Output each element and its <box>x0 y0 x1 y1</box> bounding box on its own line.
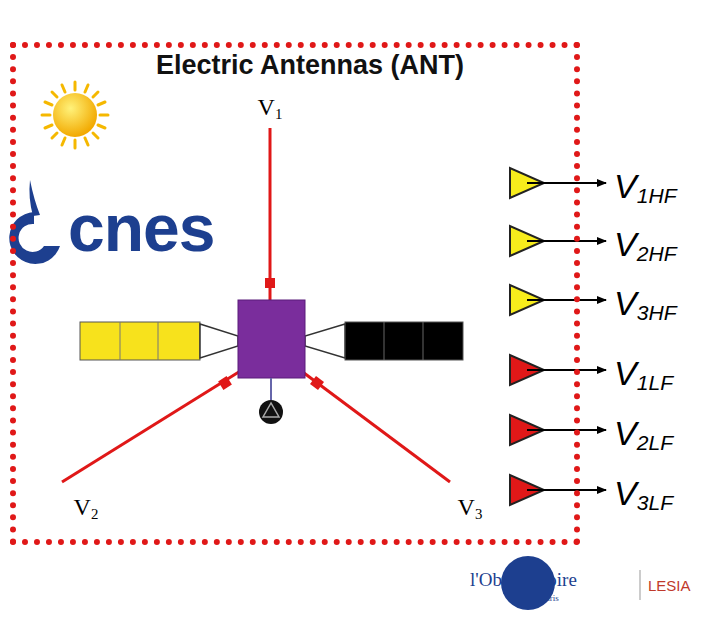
logo-text: l'Observatoire <box>470 570 577 589</box>
sun-icon <box>42 82 108 148</box>
signal-name: V2LF <box>614 416 673 450</box>
antenna-boom <box>62 128 450 482</box>
logo-text: LESIA <box>648 578 691 593</box>
antenna-name: V2 <box>74 495 99 519</box>
signal-name: V2HF <box>614 227 677 261</box>
signal-name: V3HF <box>614 286 677 320</box>
sensor-icon <box>259 400 283 424</box>
logo-text: de Paris <box>530 594 559 603</box>
mast <box>270 378 272 400</box>
antenna-name: V1 <box>258 95 283 119</box>
antenna-name: V3 <box>458 495 483 519</box>
signal-name: V3LF <box>614 476 673 510</box>
amplifier-symbol <box>510 168 544 505</box>
signal-name: V1HF <box>614 169 677 203</box>
region-title: Electric Antennas (ANT) <box>16 50 574 81</box>
cnes-logo-symbol <box>9 180 60 264</box>
signal-name: V1LF <box>614 356 673 390</box>
antenna-region: Electric Antennas (ANT) <box>10 42 580 545</box>
logo-text: cnes <box>68 195 214 261</box>
spacecraft-body <box>238 300 305 378</box>
output-arrow <box>527 183 606 490</box>
